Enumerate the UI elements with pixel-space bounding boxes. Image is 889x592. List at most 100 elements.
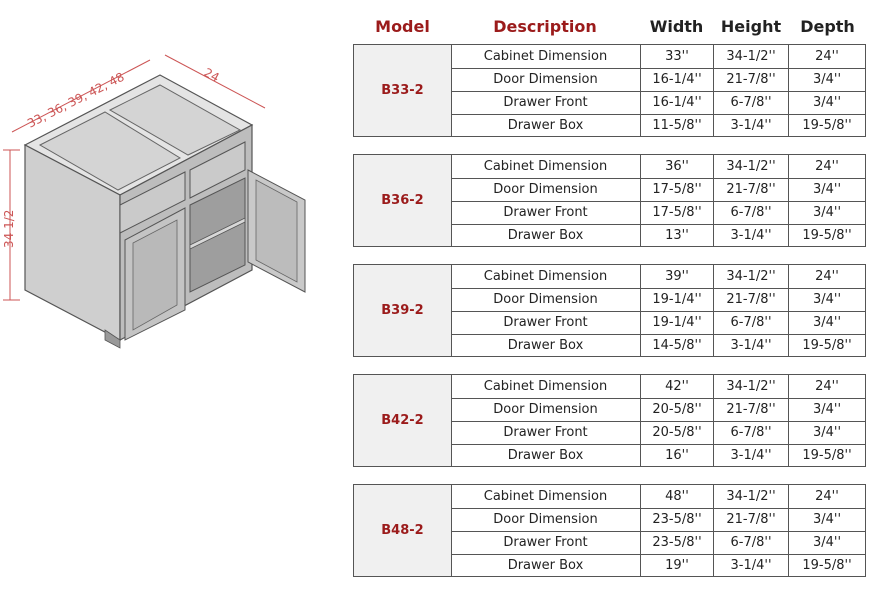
depth-cell: 3/4'' bbox=[812, 292, 842, 307]
height-cell: 3-1/4'' bbox=[714, 444, 789, 467]
description-cell: Cabinet Dimension bbox=[451, 485, 641, 508]
depth-cell: 3/4'' bbox=[812, 95, 842, 110]
height-cell: 21-7/8'' bbox=[714, 68, 789, 91]
description-cell: Door Dimension bbox=[451, 508, 641, 531]
description-cell: Drawer Front bbox=[451, 531, 641, 554]
header-height: Height bbox=[720, 16, 782, 36]
height-cell: 3-1/4'' bbox=[714, 224, 789, 247]
description-cell: Drawer Front bbox=[451, 201, 641, 224]
width-cell: 48'' bbox=[641, 485, 714, 508]
height-cell: 6-7/8'' bbox=[714, 421, 789, 444]
height-cell: 6-7/8'' bbox=[714, 531, 789, 554]
depth-cell: 3/4'' bbox=[812, 425, 842, 440]
height-cell: 21-7/8'' bbox=[714, 178, 789, 201]
height-cell: 34-1/2'' bbox=[714, 45, 789, 68]
depth-cell: 3/4'' bbox=[812, 535, 842, 550]
width-cell: 17-5/8'' bbox=[641, 178, 714, 201]
width-cell: 19-1/4'' bbox=[641, 288, 714, 311]
depth-cell: 19-5/8'' bbox=[802, 448, 852, 463]
height-cell: 21-7/8'' bbox=[714, 288, 789, 311]
depth-cell: 24'' bbox=[815, 269, 839, 284]
height-dimension-label: 34 1/2 bbox=[2, 210, 16, 248]
description-cell: Cabinet Dimension bbox=[451, 155, 641, 178]
height-cell: 6-7/8'' bbox=[714, 91, 789, 114]
header-width: Width bbox=[649, 16, 704, 36]
description-cell: Cabinet Dimension bbox=[451, 375, 641, 398]
width-cell: 23-5/8'' bbox=[641, 531, 714, 554]
depth-cell: 3/4'' bbox=[812, 72, 842, 87]
height-cell: 21-7/8'' bbox=[714, 508, 789, 531]
description-cell: Drawer Box bbox=[451, 334, 641, 357]
depth-dimension-label: 24 bbox=[202, 65, 222, 85]
model-cell: B42-2 bbox=[354, 375, 452, 466]
depth-cell: 3/4'' bbox=[812, 512, 842, 527]
depth-cell: 19-5/8'' bbox=[802, 338, 852, 353]
depth-cell: 19-5/8'' bbox=[802, 558, 852, 573]
cabinet-illustration: 33, 36, 39, 42, 48 24 34 1/2 bbox=[2, 54, 306, 349]
description-cell: Drawer Front bbox=[451, 421, 641, 444]
description-cell: Door Dimension bbox=[451, 288, 641, 311]
depth-cell: 24'' bbox=[815, 49, 839, 64]
width-cell: 16-1/4'' bbox=[641, 68, 714, 91]
description-cell: Door Dimension bbox=[451, 398, 641, 421]
width-cell: 13'' bbox=[641, 224, 714, 247]
description-cell: Drawer Box bbox=[451, 554, 641, 577]
description-cell: Cabinet Dimension bbox=[451, 45, 641, 68]
height-cell: 3-1/4'' bbox=[714, 334, 789, 357]
description-cell: Drawer Box bbox=[451, 444, 641, 467]
height-cell: 21-7/8'' bbox=[714, 398, 789, 421]
width-cell: 39'' bbox=[641, 265, 714, 288]
description-cell: Drawer Box bbox=[451, 114, 641, 137]
width-cell: 16'' bbox=[641, 444, 714, 467]
model-cell: B39-2 bbox=[354, 265, 452, 356]
description-cell: Door Dimension bbox=[451, 68, 641, 91]
model-cell: B33-2 bbox=[354, 45, 452, 136]
model-cell: B48-2 bbox=[354, 485, 452, 576]
width-cell: 16-1/4'' bbox=[641, 91, 714, 114]
height-cell: 34-1/2'' bbox=[714, 485, 789, 508]
width-cell: 14-5/8'' bbox=[641, 334, 714, 357]
header-depth: Depth bbox=[800, 16, 855, 36]
description-cell: Drawer Front bbox=[451, 91, 641, 114]
depth-cell: 24'' bbox=[815, 489, 839, 504]
depth-cell: 3/4'' bbox=[812, 182, 842, 197]
width-cell: 20-5/8'' bbox=[641, 421, 714, 444]
width-cell: 17-5/8'' bbox=[641, 201, 714, 224]
width-cell: 19'' bbox=[641, 554, 714, 577]
width-cell: 33'' bbox=[641, 45, 714, 68]
model-cell: B36-2 bbox=[354, 155, 452, 246]
height-cell: 34-1/2'' bbox=[714, 265, 789, 288]
depth-cell: 3/4'' bbox=[812, 402, 842, 417]
width-cell: 23-5/8'' bbox=[641, 508, 714, 531]
width-cell: 19-1/4'' bbox=[641, 311, 714, 334]
description-cell: Door Dimension bbox=[451, 178, 641, 201]
description-cell: Drawer Box bbox=[451, 224, 641, 247]
description-cell: Drawer Front bbox=[451, 311, 641, 334]
width-cell: 42'' bbox=[641, 375, 714, 398]
depth-cell: 3/4'' bbox=[812, 315, 842, 330]
